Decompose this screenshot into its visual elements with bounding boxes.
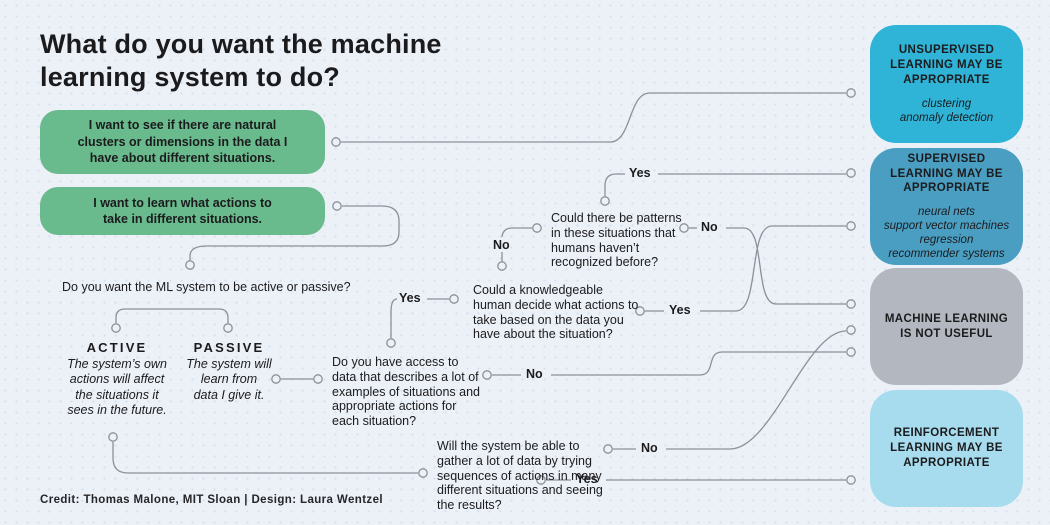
start-box-actions: I want to learn what actions to take in … — [40, 187, 325, 235]
node-dot — [386, 338, 396, 348]
connector-gather-no-b — [666, 330, 847, 450]
node-dot — [313, 374, 323, 384]
start-box-clusters: I want to see if there are natural clust… — [40, 110, 325, 174]
answer-knowledgeable-yes: Yes — [669, 303, 691, 317]
answer-gather-yes: Yes — [576, 472, 598, 486]
node-dot — [111, 323, 121, 333]
answer-patterns-no: No — [701, 220, 718, 234]
node-dot — [223, 323, 233, 333]
node-dot — [185, 260, 195, 270]
outcome-items-unsupervised: clustering anomaly detection — [899, 97, 994, 124]
connector-access-no-b — [551, 351, 846, 376]
node-dot — [449, 294, 459, 304]
outcome-title-unsupervised: UNSUPERVISED LEARNING MAY BE APPROPRIATE — [890, 44, 1003, 86]
outcome-title-reinforcement: REINFORCEMENT LEARNING MAY BE APPROPRIAT… — [890, 427, 1003, 469]
connector-clusters-unsupervised — [341, 92, 846, 143]
connector-active-gather — [112, 442, 418, 474]
answer-access-yes: Yes — [399, 291, 421, 305]
answer-patterns-yes: Yes — [629, 166, 651, 180]
answer-access-no: No — [526, 367, 543, 381]
connector-access-yes-a — [390, 298, 398, 338]
node-dot — [536, 475, 546, 485]
node-dot — [331, 137, 341, 147]
node-dot — [846, 88, 856, 98]
question-knowledgeable-human: Could a knowledgeable human decide what … — [473, 283, 639, 342]
node-dot — [846, 168, 856, 178]
connector-knowledgeable-yes-b — [700, 225, 846, 312]
page-title: What do you want the machine learning sy… — [40, 29, 442, 92]
node-dot — [846, 347, 856, 357]
node-dot — [532, 223, 542, 233]
node-dot — [846, 325, 856, 335]
question-gather-data: Will the system be able to gather a lot … — [437, 439, 603, 512]
connector-activepassive-split — [115, 308, 229, 323]
branch-desc-active: The system’s own actions will affect the… — [67, 357, 167, 417]
branch-label-active: ACTIVE — [86, 340, 148, 355]
outcome-title-supervised: SUPERVISED LEARNING MAY BE APPROPRIATE — [890, 152, 1003, 195]
question-unrecognized-patterns: Could there be patterns in these situati… — [551, 211, 682, 270]
question-access-to-data: Do you have access to data that describe… — [332, 355, 481, 428]
answer-gather-no: No — [641, 441, 658, 455]
node-dot — [418, 468, 428, 478]
connector-patterns-yes-a — [604, 173, 625, 196]
node-dot — [846, 299, 856, 309]
node-dot — [332, 201, 342, 211]
node-dot — [635, 306, 645, 316]
outcome-items-supervised: neural nets support vector machines regr… — [883, 206, 1010, 261]
node-dot — [482, 370, 492, 380]
node-dot — [603, 444, 613, 454]
node-dot — [271, 374, 281, 384]
connector-patterns-no-b — [726, 227, 846, 305]
outcome-box-supervised: SUPERVISED LEARNING MAY BE APPROPRIATE n… — [870, 148, 1023, 265]
answer-knowledgeable-no: No — [493, 238, 510, 252]
question-active-or-passive: Do you want the ML system to be active o… — [62, 280, 351, 294]
connector-actions-activepassive — [189, 205, 400, 260]
node-dot — [108, 432, 118, 442]
branch-desc-passive: The system will learn from data I give i… — [186, 357, 272, 402]
connector-knowledgeable-no-b — [501, 227, 532, 238]
node-dot — [679, 223, 689, 233]
node-dot — [497, 261, 507, 271]
outcome-box-reinforcement: REINFORCEMENT LEARNING MAY BE APPROPRIAT… — [870, 390, 1023, 507]
node-dot — [846, 221, 856, 231]
outcome-box-unsupervised: UNSUPERVISED LEARNING MAY BE APPROPRIATE… — [870, 25, 1023, 143]
outcome-title-not-useful: MACHINE LEARNING IS NOT USEFUL — [884, 312, 1009, 340]
node-dot — [600, 196, 610, 206]
branch-label-passive: PASSIVE — [193, 340, 265, 355]
node-dot — [846, 475, 856, 485]
credit-line: Credit: Thomas Malone, MIT Sloan | Desig… — [40, 494, 383, 506]
outcome-box-not-useful: MACHINE LEARNING IS NOT USEFUL — [870, 268, 1023, 385]
